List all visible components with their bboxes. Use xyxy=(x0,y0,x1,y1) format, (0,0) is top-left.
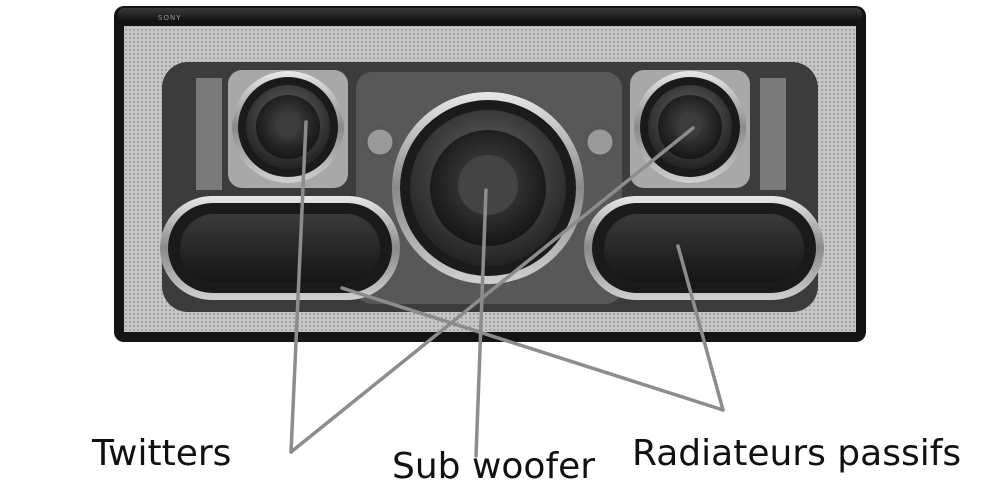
label-twitters: Twitters xyxy=(92,433,232,474)
leader-radiator-right xyxy=(676,244,725,412)
speaker-top-bar xyxy=(118,8,862,22)
leader-sub-woofer xyxy=(474,188,488,458)
label-sub-woofer: Sub woofer xyxy=(392,446,596,487)
port-right xyxy=(584,126,616,158)
port-left xyxy=(364,126,396,158)
leader-twitter-left xyxy=(289,120,308,454)
passive-radiator-right xyxy=(584,196,824,300)
chassis-strut-right xyxy=(760,78,786,190)
leader-twitter-right xyxy=(289,126,695,454)
label-passive-radiators: Radiateurs passifs xyxy=(632,433,962,474)
leader-lines xyxy=(289,120,725,458)
brand-logo: SONY xyxy=(158,14,181,22)
chassis-strut-left xyxy=(196,78,222,190)
passive-radiator-left xyxy=(160,196,400,300)
leader-radiator-left xyxy=(340,286,725,412)
sub-woofer xyxy=(392,92,584,284)
twitter-left xyxy=(228,70,348,188)
